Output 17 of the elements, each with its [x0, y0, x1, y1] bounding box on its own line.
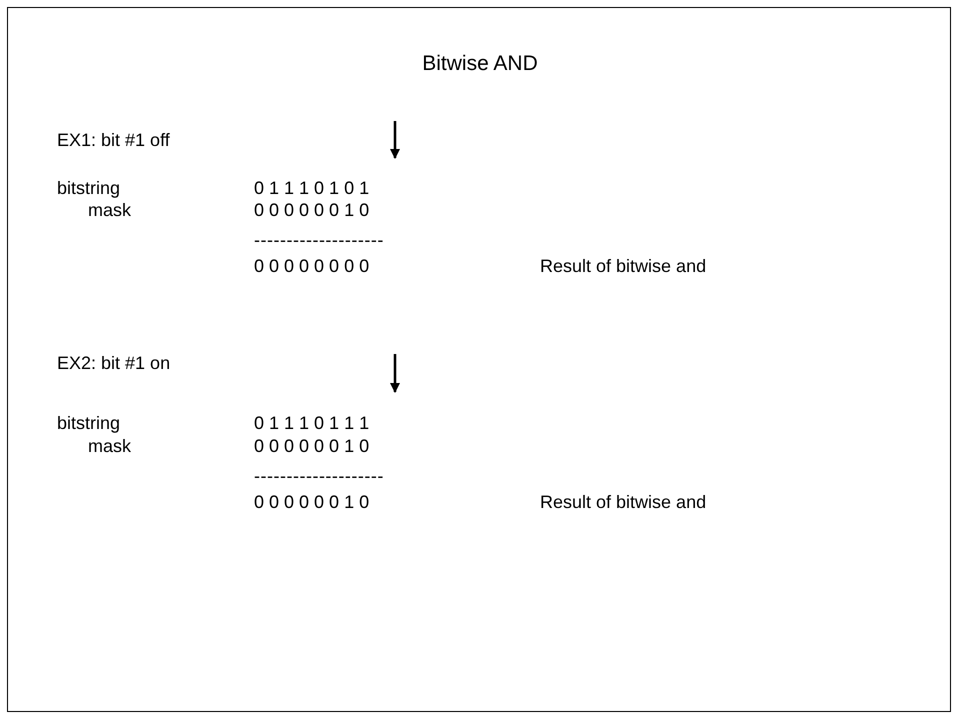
example-heading: EX2: bit #1 on: [57, 354, 170, 372]
result-note: Result of bitwise and: [540, 493, 706, 511]
separator-line: --------------------: [254, 467, 384, 485]
row-label: bitstring: [57, 179, 120, 197]
bit-row: 0 1 1 1 0 1 1 1: [254, 414, 370, 432]
row-label: mask: [88, 201, 132, 219]
bit-row: 0 0 0 0 0 0 1 0: [254, 201, 370, 219]
bit-row: 0 0 0 0 0 0 1 0: [254, 437, 370, 455]
result-bits: 0 0 0 0 0 0 0 0: [254, 257, 370, 275]
result-bits: 0 0 0 0 0 0 1 0: [254, 493, 370, 511]
result-note: Result of bitwise and: [540, 257, 706, 275]
row-label: mask: [88, 437, 132, 455]
separator-line: --------------------: [254, 231, 384, 249]
title: Bitwise AND: [421, 52, 539, 76]
bit-row: 0 1 1 1 0 1 0 1: [254, 179, 370, 197]
row-label: bitstring: [57, 414, 120, 432]
example-heading: EX1: bit #1 off: [57, 131, 170, 149]
